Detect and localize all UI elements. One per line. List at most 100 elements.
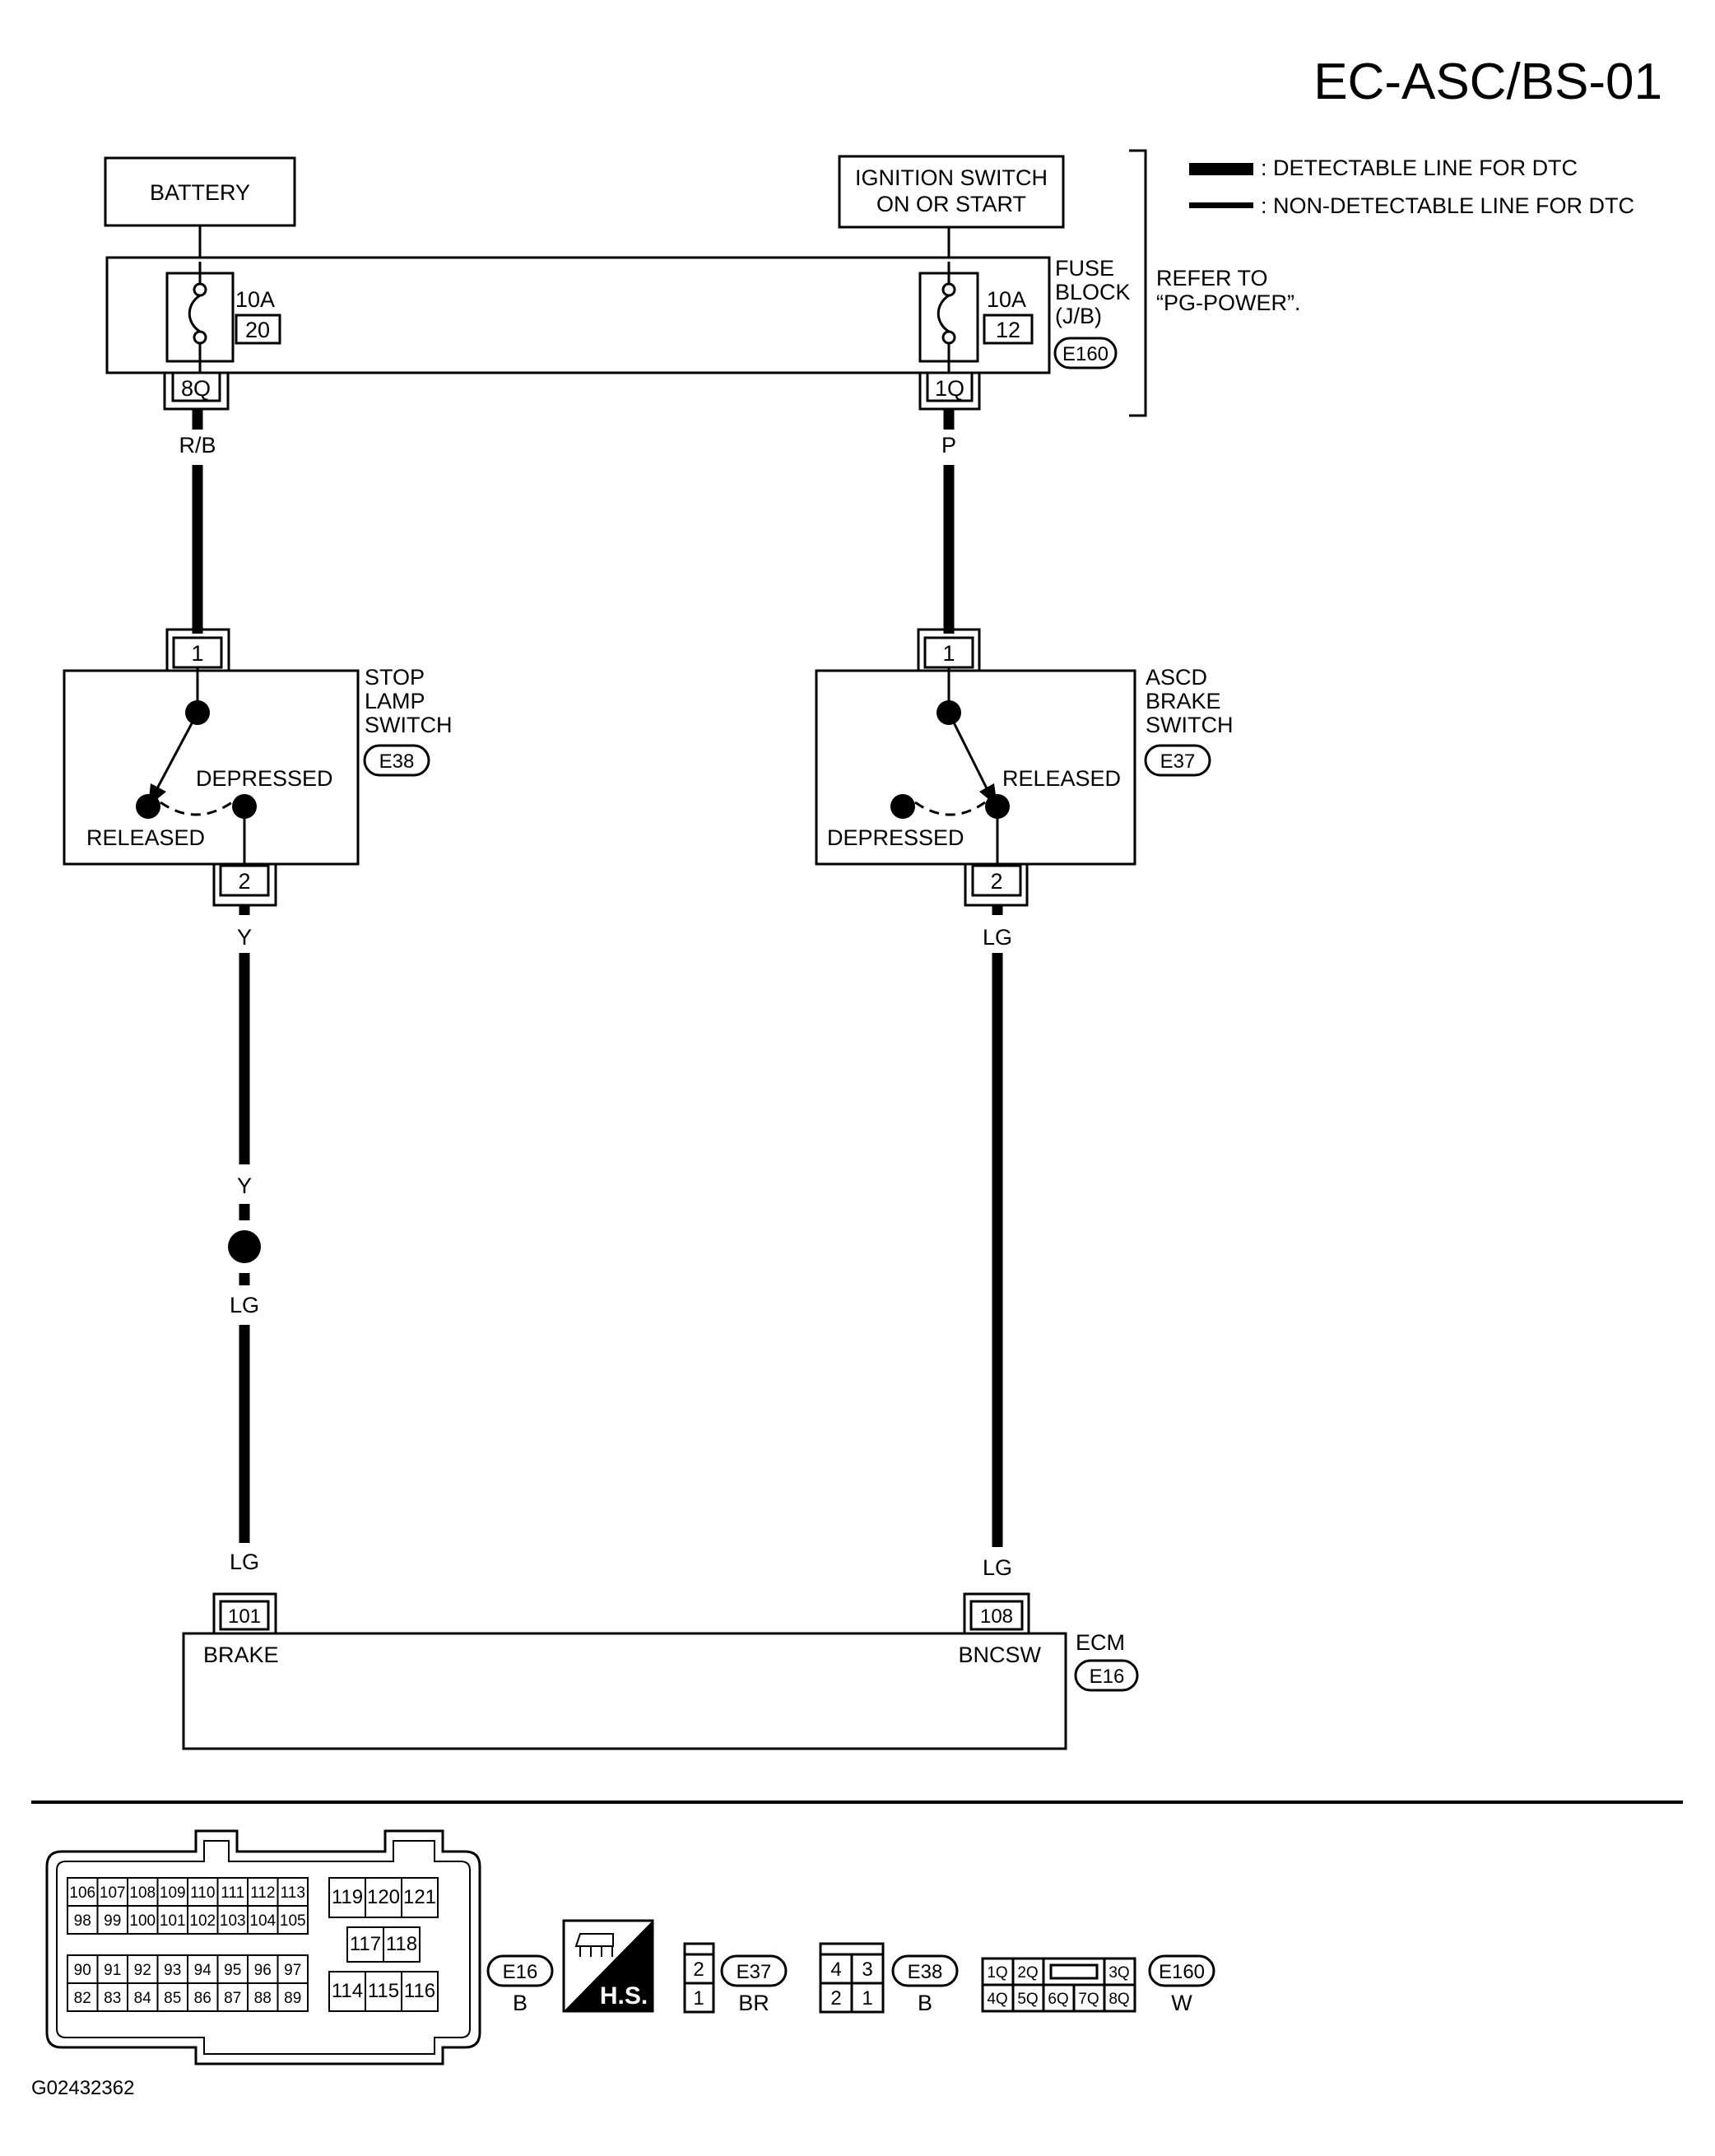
ignition-switch-box [838,155,1065,229]
e16-pin-label: 90 [74,1962,91,1979]
e16-pin-cell [67,1877,99,1907]
e16-pin-label: 91 [104,1962,121,1979]
svg-text:2: 2 [693,1959,704,1981]
splice-point [228,1230,261,1263]
e16-pin-label: 86 [194,1990,211,2007]
e16-pin-cell [187,1954,219,1984]
ascd-label-1: ASCD [1146,665,1207,690]
terminal-1q: 1Q [918,371,981,411]
wire-y-mid: Y [237,1173,252,1198]
wire-rb: R/B [179,433,216,458]
e16-pin-label: 104 [249,1912,276,1930]
fuse-20-rating: 10A [235,287,275,312]
e16-pin-cell [247,1905,279,1935]
svg-text:1: 1 [862,1987,872,2010]
ascd-connector: E37 [1160,750,1196,773]
e16-pin-label: 114 [332,1980,363,2002]
e16-pin-label: 109 [160,1884,186,1902]
fuse-block-label-1: FUSE [1055,256,1114,281]
e16-pin-cell [383,1926,421,1963]
connector-e160-id: E160 [1159,1961,1205,1983]
e16-pin-label: 101 [160,1912,186,1930]
e16-pin-cell [96,1877,128,1907]
stop-lamp-label-3: SWITCH [365,713,452,737]
legend: : DETECTABLE LINE FOR DTC : NON-DETECTAB… [1189,156,1634,218]
figure-id: G02432362 [31,2077,134,2099]
fuse-12-number: 12 [996,318,1020,342]
connector-e37-id: E37 [737,1961,772,1983]
e16-pin-label: 95 [224,1962,241,1979]
svg-text:8Q: 8Q [1108,1991,1129,2008]
wire-p: P [941,433,956,458]
svg-text:1: 1 [693,1987,704,2010]
e16-pin-label: 99 [104,1912,121,1930]
connector-e16-color: B [513,1991,528,2015]
svg-text:1Q: 1Q [987,1964,1007,1982]
e16-pin-cell [346,1926,384,1963]
e16-pin-cell [401,1971,439,2012]
e16-pin-label: 87 [224,1990,241,2007]
connector-e38-face: 4 3 2 1 [819,1942,885,2014]
e16-pin-cell [365,1971,402,2012]
terminal-108: 108 [963,1592,1030,1633]
e16-pin-label: 119 [332,1886,363,1908]
e16-pin-label: 96 [254,1962,272,1979]
e16-pin-cell [216,1905,249,1935]
terminal-8q: 8Q [163,371,230,411]
e16-pin-label: 92 [134,1962,151,1979]
e16-pin-label: 82 [74,1990,91,2007]
ecm-pin-brake: BRAKE [203,1643,279,1667]
stop-lamp-released: RELEASED [86,825,205,850]
svg-text:7Q: 7Q [1078,1991,1099,2008]
svg-text:5Q: 5Q [1017,1991,1038,2008]
stop-lamp-switch: 1 DEPRESSED RELEASED 2 [63,628,360,907]
stop-lamp-connector: E38 [379,750,415,773]
legend-non-detectable: : NON-DETECTABLE LINE FOR DTC [1261,193,1634,218]
page-code: EC-ASC/BS-01 [1313,53,1662,110]
svg-text:4: 4 [830,1959,841,1981]
svg-text:1: 1 [191,641,203,666]
e16-pin-label: 84 [134,1990,152,2007]
connector-e37-face: 2 1 [683,1942,715,2014]
e16-pin-cell [96,1905,128,1935]
e16-pin-label: 115 [368,1980,399,2002]
e16-pin-label: 108 [129,1884,156,1902]
svg-text:2: 2 [830,1987,841,2010]
e16-pin-cell [127,1954,159,1984]
e16-pin-label: 110 [190,1884,215,1902]
connector-e160-face: 1Q 2Q 3Q 4Q 5Q 6Q 7Q 8Q [981,1957,1136,2013]
svg-text:8Q: 8Q [181,376,211,401]
e16-pin-cell [127,1982,159,2012]
connector-e37-color: BR [738,1991,769,2015]
fuse-block-label-2: BLOCK [1055,280,1131,304]
ecm-box [182,1632,1067,1750]
connector-e16-id: E16 [503,1961,538,1983]
e16-pin-label: 97 [284,1962,301,1979]
wire-y-top: Y [237,925,252,950]
svg-text:1Q: 1Q [935,376,964,401]
refer-text-1: REFER TO [1156,266,1268,290]
wire-lg-left-mid: LG [230,1293,259,1317]
stop-lamp-label-1: STOP [365,665,425,690]
e16-pin-cell [156,1905,188,1935]
svg-text:101: 101 [228,1605,261,1628]
e16-pin-label: 116 [404,1980,435,2002]
fuse-12-rating: 10A [987,287,1026,312]
e16-pin-label: 98 [74,1912,91,1930]
e16-pin-label: 107 [100,1884,126,1902]
hs-symbol: H.S. [562,1919,654,2013]
e16-pin-label: 89 [284,1990,301,2007]
e16-pin-label: 88 [254,1990,272,2007]
hs-label: H.S. [600,1982,648,2010]
ascd-released: RELEASED [1002,766,1121,791]
e16-pin-label: 94 [194,1962,212,1979]
e16-pin-label: 120 [367,1886,400,1908]
svg-text:2: 2 [238,869,250,894]
fuse-block-label-3: (J/B) [1055,304,1102,328]
ecm-pin-bncsw: BNCSW [959,1643,1042,1667]
ascd-label-2: BRAKE [1146,689,1221,713]
e16-pin-label: 83 [104,1990,121,2007]
e16-pin-label: 93 [164,1962,181,1979]
connector-e160-color: W [1171,1991,1192,2015]
